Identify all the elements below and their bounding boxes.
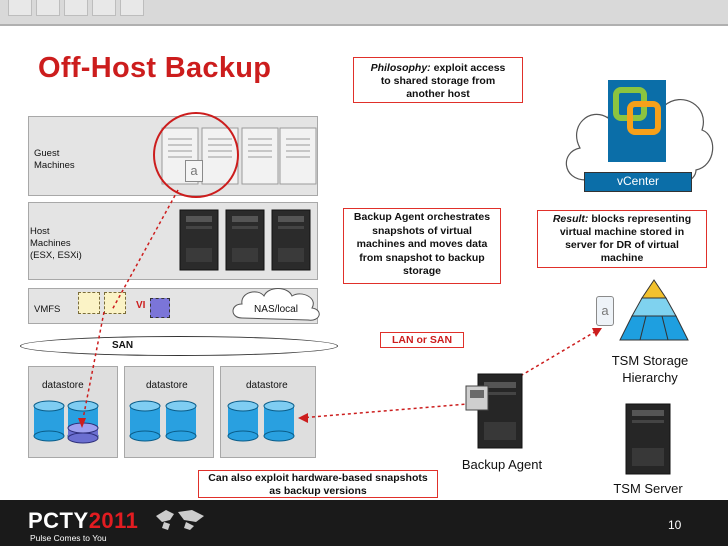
philosophy-line: to shared storage from (380, 75, 496, 87)
highlight-circle (153, 112, 239, 198)
disk-icon (33, 400, 65, 442)
tsm-server-label: TSM Server (613, 481, 683, 496)
note-line: machine (600, 252, 644, 264)
result-text: blocks representing (588, 213, 692, 225)
disk-icon (165, 400, 197, 442)
lan-san-label: LAN or SAN (391, 334, 453, 346)
dashed-arrow (81, 311, 105, 425)
datastore-disks (33, 400, 295, 444)
page-number: 10 (668, 518, 682, 532)
vcenter-logo-icon (608, 80, 666, 162)
philosophy-line: another host (406, 88, 470, 100)
top-bar-block (120, 0, 144, 16)
backup-agent-label: Backup Agent (461, 457, 543, 472)
layer-label-line: (ESX, ESXi) (30, 250, 82, 261)
top-bar-block (92, 0, 116, 16)
top-bar-block (64, 0, 88, 16)
brand-text: PCTY (28, 508, 89, 533)
note-line: server for DR of virtual (565, 239, 679, 251)
dashed-arrow (111, 189, 179, 311)
note-line: from snapshot to backup (359, 251, 485, 264)
layer-label-line: Host (30, 226, 50, 237)
guest-machines-label: Guest Machines (34, 148, 75, 172)
orchestrate-note: Backup Agent orchestrates snapshots of v… (343, 208, 501, 284)
slide-title: Off-Host Backup (38, 52, 272, 84)
arrow-head (78, 418, 86, 428)
top-bar-divider (0, 24, 728, 26)
label-line: Hierarchy (622, 370, 678, 385)
datastore-label: datastore (146, 380, 188, 391)
nas-cloud (232, 288, 320, 321)
tsm-server-icon (625, 403, 671, 475)
label-line: TSM Storage (611, 353, 689, 368)
note-line: Backup Agent orchestrates (353, 211, 491, 223)
host-machines-label: Host Machines (ESX, ESXi) (30, 226, 82, 262)
vm-file (104, 292, 126, 314)
datastore-label: datastore (42, 380, 84, 391)
disk-icon (129, 400, 161, 442)
vm-file-snapshot (78, 292, 100, 314)
note-line: as backup versions (269, 485, 367, 497)
guest-vm-servers (161, 127, 317, 185)
guest-server-icon (161, 127, 199, 185)
guest-app-icon: a (185, 160, 203, 182)
footer-bar (0, 500, 728, 546)
philosophy-note: Philosophy: exploit access to shared sto… (353, 57, 523, 103)
note-line: virtual machine stored in (559, 226, 685, 238)
tsm-storage-pyramid-icon (619, 279, 689, 341)
layer-label-line: Machines (34, 160, 75, 171)
world-map-icon (156, 510, 204, 530)
guest-server-icon (279, 127, 317, 185)
top-bar-block (8, 0, 32, 16)
result-note: Result: blocks representing virtual mach… (537, 210, 707, 268)
arrow-head (298, 413, 308, 423)
tsm-storage-label: TSM Storage Hierarchy (590, 352, 710, 386)
vm-tag-label: VI (136, 300, 146, 311)
guest-server-icon (241, 127, 279, 185)
disk-icon (263, 400, 295, 442)
note-line: Can also exploit hardware-based snapshot… (208, 472, 428, 484)
vcenter-label: vCenter (616, 174, 660, 188)
disk-icon (227, 400, 259, 442)
top-bar-block (36, 0, 60, 16)
vcenter-bar (584, 172, 692, 192)
hw-snapshot-note: Can also exploit hardware-based snapshot… (198, 470, 438, 498)
dashed-arrow (299, 403, 469, 419)
vm-file-active (150, 298, 170, 318)
host-machines-layer (28, 202, 318, 280)
note-line: machines and moves data (356, 238, 488, 250)
brand-year: 2011 (88, 508, 139, 533)
note-line: snapshots of virtual (372, 224, 472, 237)
host-servers (179, 209, 311, 271)
footer-tagline: Pulse Comes to You (30, 533, 107, 543)
lan-san-note: LAN or SAN (380, 332, 464, 348)
host-server-icon (271, 209, 311, 271)
san-label: SAN (112, 340, 134, 351)
storage-app-icon: a (596, 296, 614, 326)
disk-icon-alt (67, 422, 99, 444)
layer-label-line: Machines (30, 238, 71, 249)
arrow-head (592, 328, 602, 337)
nas-label: NAS/local (254, 304, 298, 315)
datastore-label: datastore (246, 380, 288, 391)
note-line: storage (403, 265, 441, 277)
host-server-icon (225, 209, 265, 271)
layer-label-line: Guest (34, 148, 60, 159)
backup-agent-server-icon (465, 373, 523, 449)
footer-brand: PCTY2011 (28, 508, 138, 534)
vmfs-label: VMFS (34, 304, 61, 315)
host-server-icon (179, 209, 219, 271)
result-lead: Result: (552, 213, 589, 225)
philosophy-lead: Philosophy: (370, 62, 431, 74)
connector-overlay (78, 112, 602, 428)
philosophy-text: exploit access (430, 62, 506, 74)
san-bus (20, 336, 338, 356)
